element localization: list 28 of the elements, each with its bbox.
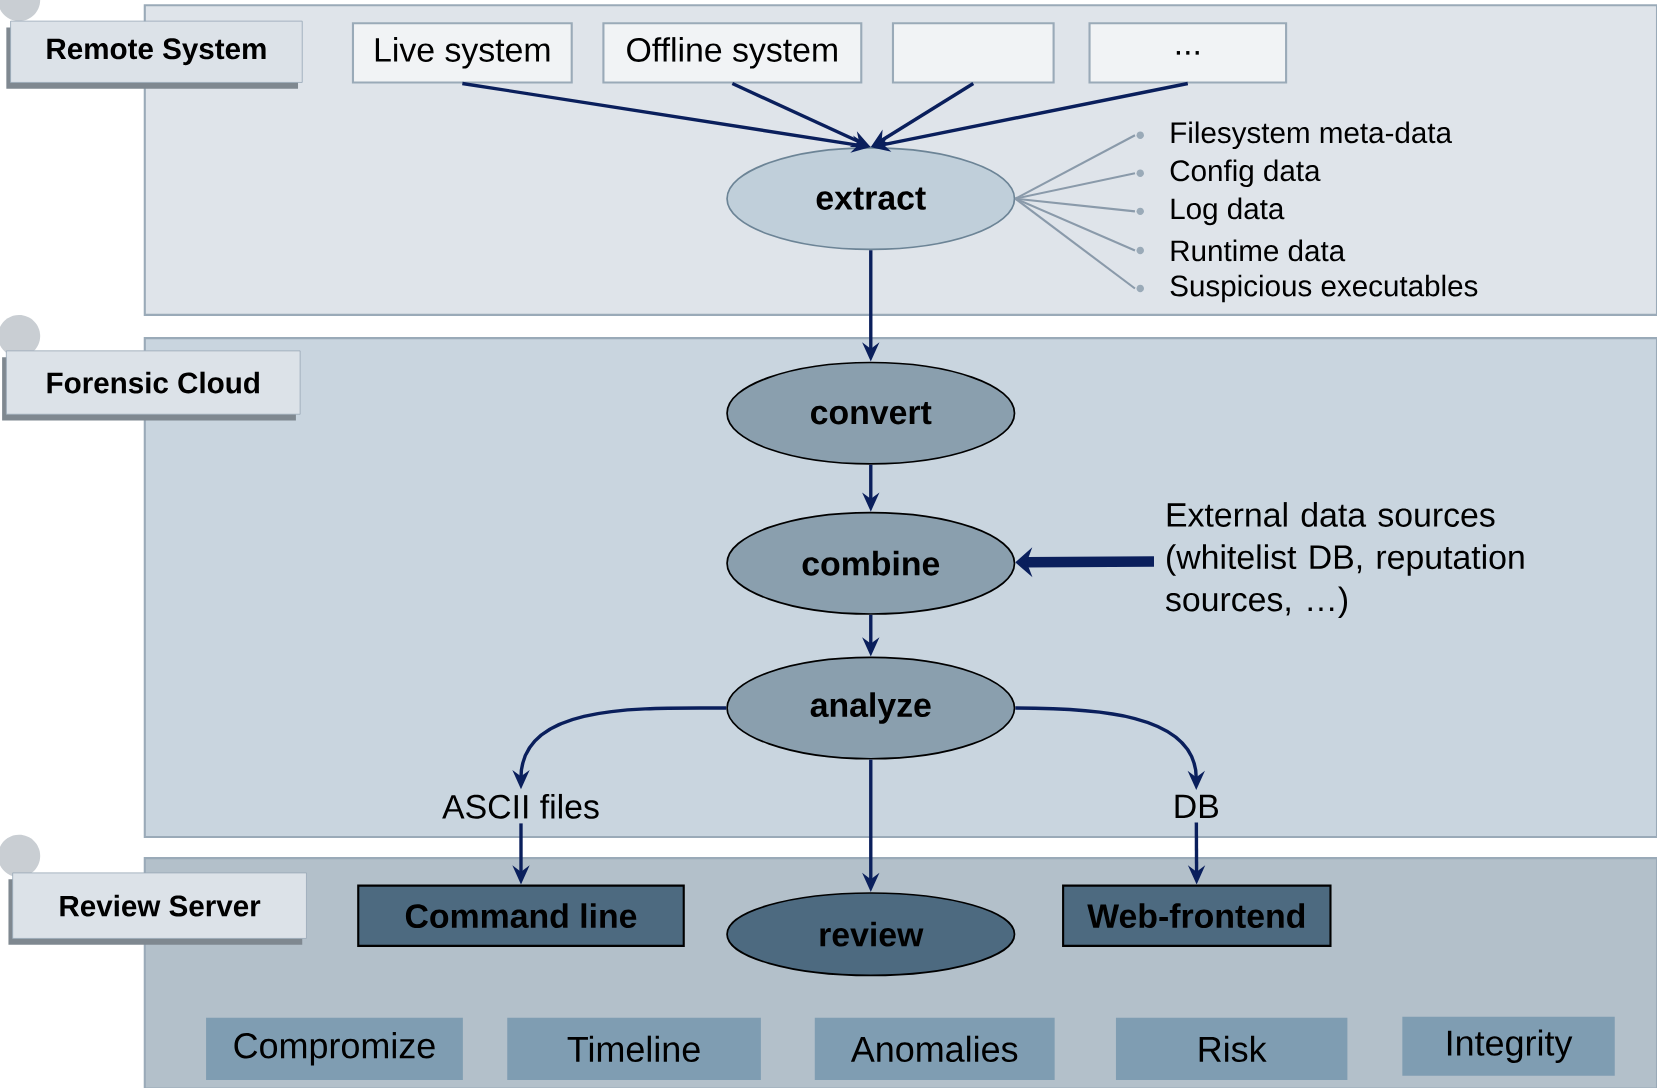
section-tab: Forensic Cloud: [0, 314, 301, 421]
store-label: DB: [1175, 794, 1218, 818]
source-box: Live system: [351, 21, 573, 84]
category-box: Risk: [1115, 1017, 1348, 1080]
output-box: Web-frontend: [1062, 884, 1332, 947]
note-text: External data sources (whitelist DB, reputation sources, …): [1165, 501, 1524, 618]
source-box: ...: [1088, 21, 1288, 84]
node-label: Log data: [1171, 197, 1285, 225]
node-label: Runtime data: [1171, 239, 1346, 262]
category-box: Timeline: [507, 1017, 761, 1080]
list-item: Runtime data: [1136, 239, 1346, 262]
category-box: Integrity: [1402, 1016, 1615, 1076]
output-box: Command line: [357, 884, 685, 947]
category-box: Compromize: [206, 1017, 463, 1080]
leader-line: [1014, 197, 1136, 252]
list-item: Log data: [1136, 197, 1285, 225]
list-item: Config data: [1136, 159, 1321, 187]
list-item: Suspicious executables: [1136, 274, 1478, 303]
section-tab: Review Server: [0, 834, 307, 945]
section-tab: Remote System: [0, 0, 303, 89]
category-box: Anomalies: [814, 1017, 1055, 1080]
store-label: ASCII files: [442, 793, 599, 819]
node-label: Config data: [1170, 159, 1321, 187]
source-box: [891, 21, 1055, 84]
source-box: Offline system: [602, 21, 863, 84]
leader-line: [1014, 134, 1136, 200]
leader-line: [1014, 197, 1136, 290]
list-item: Filesystem meta-data: [1136, 121, 1452, 149]
